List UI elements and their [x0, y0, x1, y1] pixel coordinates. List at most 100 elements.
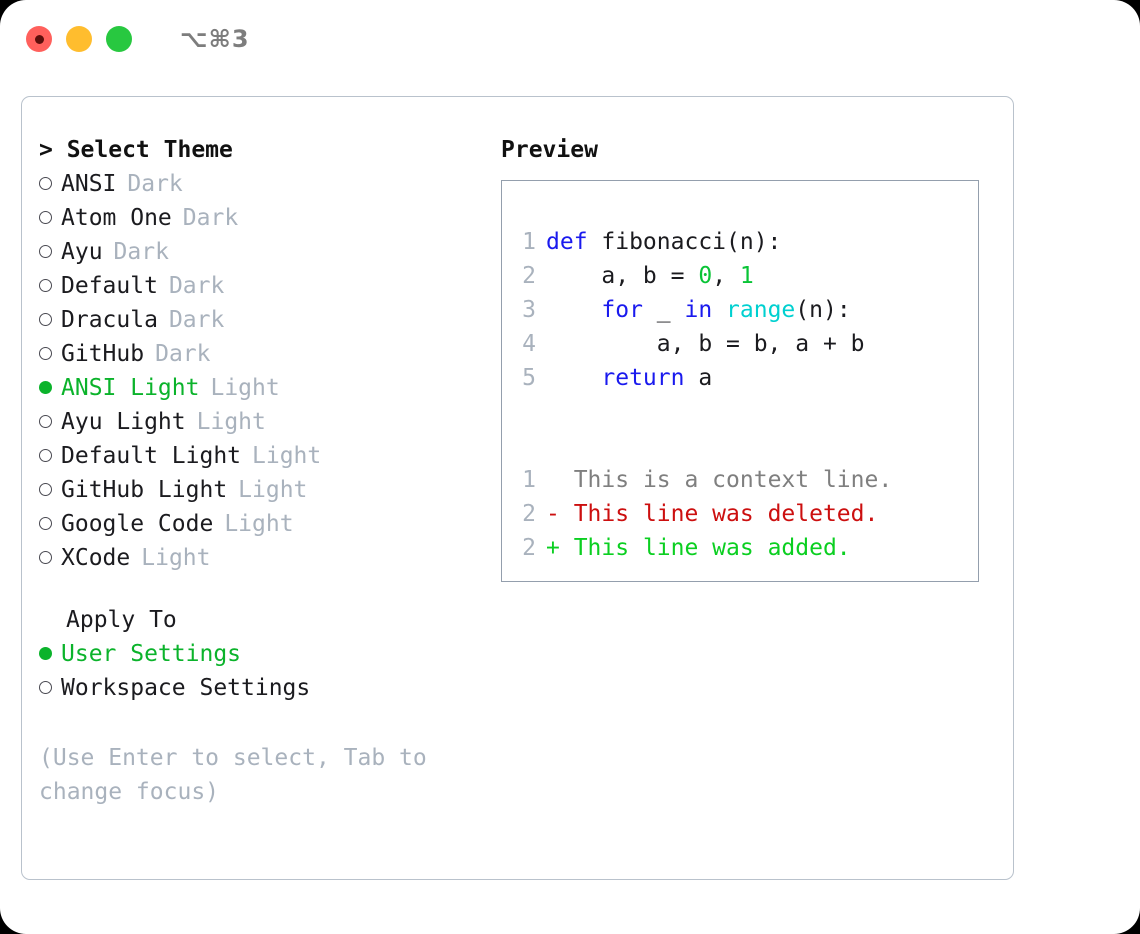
radio-mark — [39, 681, 52, 694]
code-token: _ — [642, 297, 685, 323]
line-number: 1 — [522, 229, 536, 255]
line-number: 3 — [522, 297, 536, 323]
diff-marker: - — [546, 501, 574, 527]
code-token: a, b = b, a + b — [546, 331, 865, 357]
radio-unselected-icon[interactable] — [39, 177, 61, 190]
radio-unselected-icon[interactable] — [39, 211, 61, 224]
theme-name-label: Default Light — [61, 443, 242, 469]
apply-to-option[interactable]: User Settings — [39, 637, 499, 671]
diff-line: 2- This line was deleted. — [502, 497, 978, 531]
select-theme-header: > Select Theme — [39, 137, 233, 163]
theme-name-label: Ayu — [61, 239, 103, 265]
theme-name-label: GitHub Light — [61, 477, 228, 503]
code-token: for — [601, 297, 643, 323]
radio-unselected-icon[interactable] — [39, 245, 61, 258]
radio-mark — [39, 211, 52, 224]
radio-mark — [39, 415, 52, 428]
line-number: 2 — [522, 501, 536, 527]
radio-selected-icon[interactable] — [39, 647, 61, 660]
code-line-content: a, b = 0, 1 — [546, 259, 754, 293]
preview-title: Preview — [501, 137, 598, 163]
radio-selected-icon[interactable] — [39, 381, 61, 394]
code-token: range — [726, 297, 796, 323]
code-line: 1 def fibonacci(n): — [502, 225, 978, 259]
theme-kind-label: Dark — [182, 205, 239, 231]
radio-unselected-icon[interactable] — [39, 313, 61, 326]
radio-mark — [39, 177, 52, 190]
diff-sample: 1 This is a context line.2- This line wa… — [502, 463, 978, 565]
theme-kind-label: Light — [210, 375, 280, 401]
theme-name-label: Atom One — [61, 205, 172, 231]
zoom-button[interactable] — [106, 26, 132, 52]
theme-list-item[interactable]: Ayu Dark — [39, 235, 499, 269]
code-token: 1 — [739, 263, 754, 289]
theme-kind-label: Dark — [168, 273, 225, 299]
radio-unselected-icon[interactable] — [39, 347, 61, 360]
theme-name-label: ANSI — [61, 171, 117, 197]
keyboard-shortcut-label: ⌥⌘3 — [180, 25, 250, 53]
preview-spacer — [502, 429, 978, 463]
theme-kind-label: Dark — [155, 341, 211, 367]
code-line: 4 a, b = b, a + b — [502, 327, 978, 361]
title-bar: ⌥⌘3 — [0, 0, 1140, 78]
theme-kind-label: Dark — [113, 239, 169, 265]
radio-mark — [39, 517, 52, 530]
radio-unselected-icon[interactable] — [39, 279, 61, 292]
code-token: fibonacci(n): — [601, 229, 782, 255]
code-token — [712, 297, 726, 323]
diff-marker: + — [546, 535, 574, 561]
theme-list-item[interactable]: GitHub Light Light — [39, 473, 499, 507]
preview-column: Preview 1 def fibonacci(n): 2 a, b = 0, 1 3… — [501, 133, 1001, 582]
code-line: 2 a, b = 0, 1 — [502, 259, 978, 293]
code-token: def — [546, 229, 602, 255]
radio-unselected-icon[interactable] — [39, 551, 61, 564]
theme-kind-label: Light — [238, 477, 308, 503]
radio-mark — [39, 551, 52, 564]
apply-to-option[interactable]: Workspace Settings — [39, 671, 499, 705]
diff-marker — [546, 463, 574, 497]
line-number: 2 — [522, 263, 536, 289]
line-number: 5 — [522, 365, 536, 391]
theme-list-item[interactable]: Atom One Dark — [39, 201, 499, 235]
diff-line: 2+ This line was added. — [502, 531, 978, 565]
code-line-content: return a — [546, 361, 712, 395]
radio-unselected-icon[interactable] — [39, 415, 61, 428]
code-token: return — [601, 365, 685, 391]
theme-list-item[interactable]: GitHub Dark — [39, 337, 499, 371]
radio-mark — [39, 449, 52, 462]
theme-name-label: GitHub — [61, 341, 145, 367]
diff-line: 1 This is a context line. — [502, 463, 978, 497]
close-button[interactable] — [26, 26, 52, 52]
radio-unselected-icon[interactable] — [39, 449, 61, 462]
radio-unselected-icon[interactable] — [39, 517, 61, 530]
preview-spacer — [502, 395, 978, 429]
theme-kind-label: Light — [224, 511, 294, 537]
line-number: 2 — [522, 535, 536, 561]
code-token: (n): — [795, 297, 851, 323]
apply-to-option-label: Workspace Settings — [61, 675, 311, 701]
radio-unselected-icon[interactable] — [39, 483, 61, 496]
line-number: 4 — [522, 331, 536, 357]
radio-mark — [39, 347, 52, 360]
apply-to-title: Apply To — [66, 607, 177, 633]
minimize-button[interactable] — [66, 26, 92, 52]
code-token: a — [684, 365, 713, 391]
radio-unselected-icon[interactable] — [39, 681, 61, 694]
theme-name-label: Ayu Light — [61, 409, 186, 435]
